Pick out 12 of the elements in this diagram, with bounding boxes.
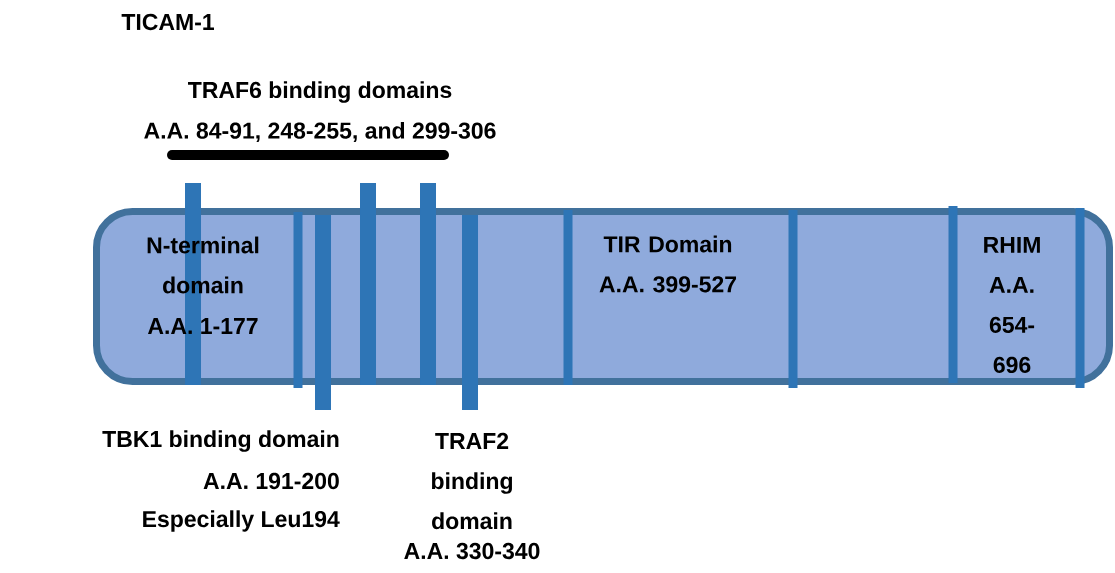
annotation-text: TRAF2 binding domain (432, 432, 512, 530)
domain-label: N-terminal domain (147, 236, 259, 294)
domain-label: RHIM A.A. 654-696 (984, 237, 1040, 373)
annotation-text: A.A. 330-340 (404, 542, 540, 560)
annotation-text: A.A. 84-91, 248-255, and 299-306 (144, 121, 496, 143)
domain-label: TIR Domain A.A. 399-527 (599, 235, 736, 293)
domain-label: A.A. 1-177 (148, 318, 258, 334)
annotation-text: Especially Leu194 (143, 510, 340, 532)
annotation-text: A.A. 191-200 (203, 472, 339, 490)
annotation-text: TRAF6 binding domains (188, 81, 452, 103)
annotation-text: TBK1 binding domain (102, 430, 339, 452)
title: TICAM-1 (121, 13, 214, 31)
